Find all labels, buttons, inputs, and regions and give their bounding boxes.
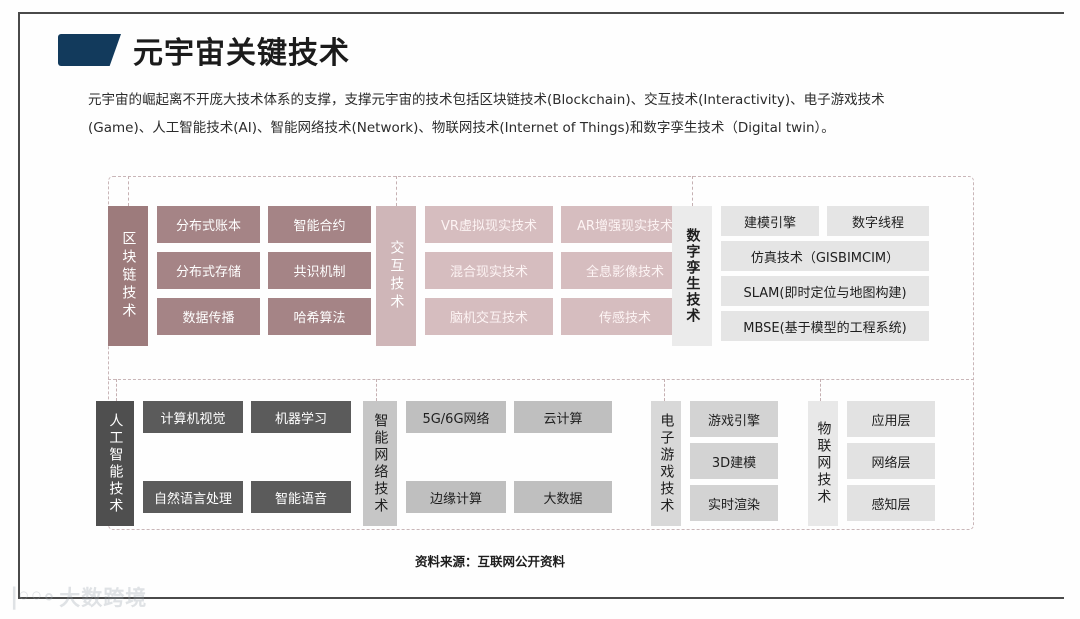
connector-stub-iot bbox=[820, 379, 821, 401]
technology-diagram: 区块链技术 分布式账本 智能合约 分布式存储 共识机制 数据传播 哈希算法 交互… bbox=[96, 176, 974, 530]
chip-item[interactable]: 自然语言处理 bbox=[143, 481, 243, 513]
chip-item[interactable]: 共识机制 bbox=[268, 252, 371, 289]
connector-stub-digitaltwin bbox=[692, 176, 693, 206]
page-border-left bbox=[18, 12, 20, 599]
category-label-digital-twin: 数字孪生技术 bbox=[672, 206, 712, 346]
chip-item[interactable]: VR虚拟现实技术 bbox=[425, 206, 553, 243]
chip-item[interactable]: 边缘计算 bbox=[406, 481, 506, 513]
chip-item[interactable]: 混合现实技术 bbox=[425, 252, 553, 289]
chip-item[interactable]: 计算机视觉 bbox=[143, 401, 243, 433]
group-network: 智能网络技术 5G/6G网络 云计算 边缘计算 大数据 bbox=[363, 401, 612, 526]
watermark-text: 大数跨境 bbox=[59, 586, 148, 610]
chip-stack-iot: 应用层 网络层 感知层 bbox=[847, 401, 935, 521]
group-iot: 物联网技术 应用层 网络层 感知层 bbox=[808, 401, 935, 526]
chip-row: 建模引擎 数字线程 bbox=[721, 206, 929, 236]
connector-stub-network bbox=[376, 379, 377, 401]
chip-item[interactable]: SLAM(即时定位与地图构建) bbox=[721, 276, 929, 306]
title-flag-icon bbox=[58, 34, 121, 66]
category-label-game: 电子游戏技术 bbox=[651, 401, 681, 526]
category-label-network: 智能网络技术 bbox=[363, 401, 397, 526]
page-header: 元宇宙关键技术 元宇宙的崛起离不开庞大技术体系的支撑，支撑元宇宙的技术包括区块链… bbox=[0, 28, 1080, 143]
chip-item[interactable]: 传感技术 bbox=[561, 298, 689, 335]
chip-item[interactable]: 分布式账本 bbox=[157, 206, 260, 243]
connector-stub-interactivity bbox=[396, 176, 397, 206]
chip-item[interactable]: 感知层 bbox=[847, 485, 935, 521]
chip-item[interactable]: 3D建模 bbox=[690, 443, 778, 479]
chip-item[interactable]: 网络层 bbox=[847, 443, 935, 479]
watermark-logo-icon: |◦◦∘ bbox=[10, 584, 56, 610]
page-description: 元宇宙的崛起离不开庞大技术体系的支撑，支撑元宇宙的技术包括区块链技术(Block… bbox=[88, 92, 885, 137]
chip-item[interactable]: 哈希算法 bbox=[268, 298, 371, 335]
group-game: 电子游戏技术 游戏引擎 3D建模 实时渲染 bbox=[651, 401, 778, 526]
diagram-dashed-frame bbox=[108, 176, 974, 530]
chip-item[interactable]: 机器学习 bbox=[251, 401, 351, 433]
category-label-blockchain: 区块链技术 bbox=[108, 206, 148, 346]
title-row: 元宇宙关键技术 bbox=[0, 28, 1080, 72]
category-label-ai: 人工智能技术 bbox=[96, 401, 134, 526]
page-border-bottom bbox=[18, 597, 1064, 599]
group-interactivity: 交互技术 VR虚拟现实技术 AR增强现实技术 混合现实技术 全息影像技术 脑机交… bbox=[376, 206, 689, 346]
chip-item[interactable]: 实时渲染 bbox=[690, 485, 778, 521]
chip-item[interactable]: 5G/6G网络 bbox=[406, 401, 506, 433]
chip-item[interactable]: AR增强现实技术 bbox=[561, 206, 689, 243]
connector-stub-blockchain bbox=[128, 176, 129, 206]
chip-item[interactable]: 数据传播 bbox=[157, 298, 260, 335]
chip-item[interactable]: 脑机交互技术 bbox=[425, 298, 553, 335]
group-blockchain: 区块链技术 分布式账本 智能合约 分布式存储 共识机制 数据传播 哈希算法 bbox=[108, 206, 371, 346]
chip-grid-ai: 计算机视觉 机器学习 自然语言处理 智能语音 bbox=[143, 401, 351, 513]
category-label-iot: 物联网技术 bbox=[808, 401, 838, 526]
chip-item[interactable]: 智能合约 bbox=[268, 206, 371, 243]
page-title: 元宇宙关键技术 bbox=[133, 36, 350, 71]
chip-item[interactable]: 云计算 bbox=[514, 401, 612, 433]
chip-item[interactable]: 大数据 bbox=[514, 481, 612, 513]
chip-stack-digital-twin: 建模引擎 数字线程 仿真技术（GISBIMCIM） SLAM(即时定位与地图构建… bbox=[721, 206, 929, 341]
chip-grid-blockchain: 分布式账本 智能合约 分布式存储 共识机制 数据传播 哈希算法 bbox=[157, 206, 371, 335]
chip-item[interactable]: 数字线程 bbox=[827, 206, 929, 236]
chip-item[interactable]: 分布式存储 bbox=[157, 252, 260, 289]
chip-item[interactable]: 应用层 bbox=[847, 401, 935, 437]
watermark: |◦◦∘ 大数跨境 bbox=[10, 582, 147, 612]
chip-item[interactable]: 建模引擎 bbox=[721, 206, 819, 236]
chip-item[interactable]: 全息影像技术 bbox=[561, 252, 689, 289]
chip-grid-network: 5G/6G网络 云计算 边缘计算 大数据 bbox=[406, 401, 612, 513]
source-note: 资料来源：互联网公开资料 bbox=[414, 554, 565, 569]
chip-grid-interactivity: VR虚拟现实技术 AR增强现实技术 混合现实技术 全息影像技术 脑机交互技术 传… bbox=[425, 206, 689, 335]
connector-stub-game bbox=[664, 379, 665, 401]
category-label-interactivity: 交互技术 bbox=[376, 206, 416, 346]
chip-item[interactable]: 智能语音 bbox=[251, 481, 351, 513]
connector-stub-ai bbox=[116, 379, 117, 401]
chip-item[interactable]: 仿真技术（GISBIMCIM） bbox=[721, 241, 929, 271]
chip-stack-game: 游戏引擎 3D建模 实时渲染 bbox=[690, 401, 778, 521]
chip-item[interactable]: MBSE(基于模型的工程系统) bbox=[721, 311, 929, 341]
group-ai: 人工智能技术 计算机视觉 机器学习 自然语言处理 智能语音 bbox=[96, 401, 351, 526]
page-border-top bbox=[18, 12, 1064, 14]
diagram-dashed-divider bbox=[108, 379, 974, 380]
group-digital-twin: 数字孪生技术 建模引擎 数字线程 仿真技术（GISBIMCIM） SLAM(即时… bbox=[672, 206, 929, 346]
chip-item[interactable]: 游戏引擎 bbox=[690, 401, 778, 437]
